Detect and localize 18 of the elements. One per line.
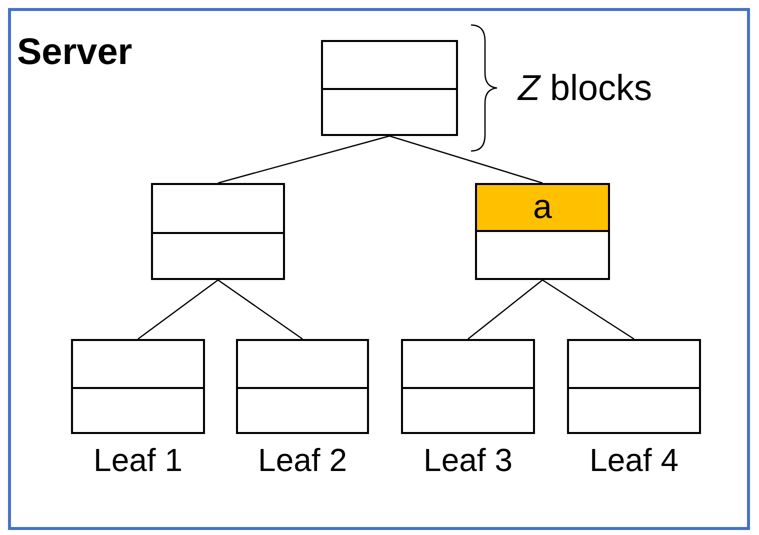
tree-edge [468,279,543,340]
leaf-label: Leaf 1 [92,442,184,479]
tree-edge [138,279,218,340]
tree-edge [218,135,390,184]
brace-label: Z blocks [518,67,652,109]
tree-edge [218,279,303,340]
server-frame [8,8,750,530]
bucket-box [321,40,458,136]
tree-edge [389,135,543,184]
bucket-box [151,183,285,280]
slot-label: a [533,188,552,227]
leaf-label: Leaf 2 [257,442,348,479]
server-title: Server [17,31,132,73]
highlighted-slot [477,185,608,232]
tree-edge [542,279,634,340]
leaf-label: Leaf 4 [588,442,680,479]
leaf-label: Leaf 3 [422,442,514,479]
bucket-box [475,183,610,280]
